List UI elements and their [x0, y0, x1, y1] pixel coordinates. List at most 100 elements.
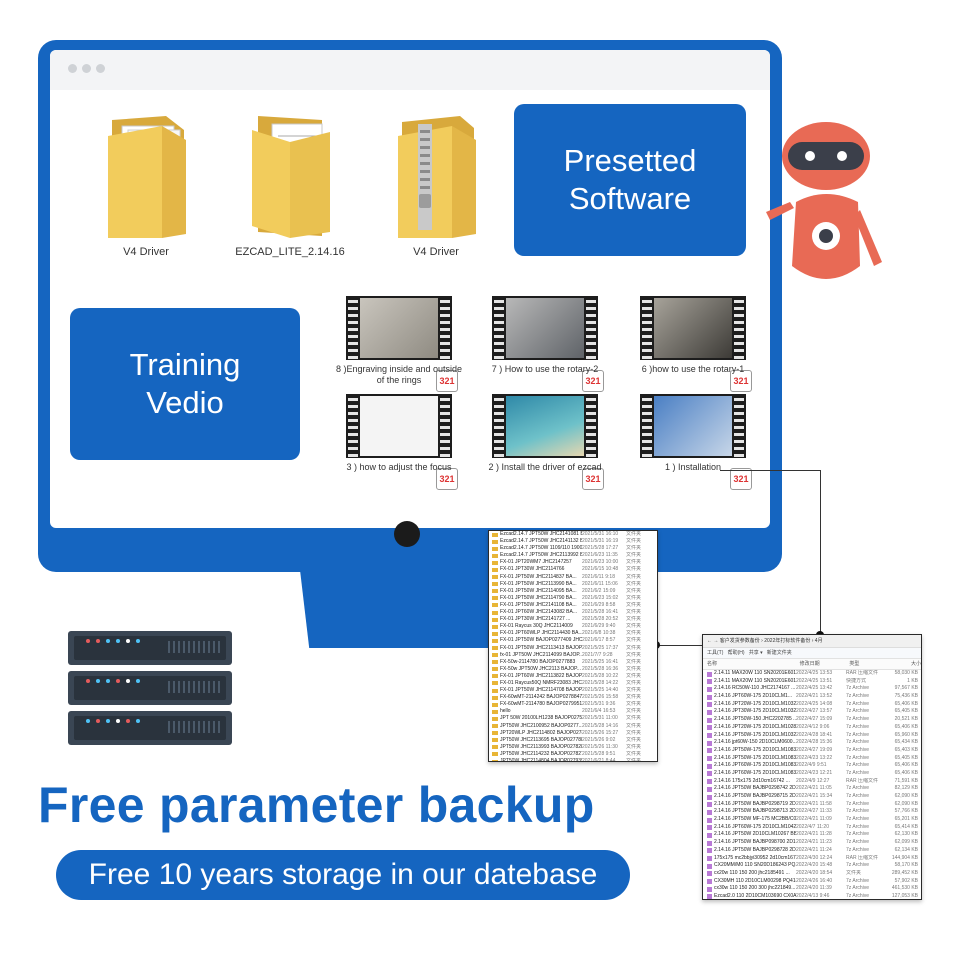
- share-button[interactable]: 共享 ▾: [748, 650, 763, 656]
- file-name: 2.14.11 MAX20W 110 SN20201E6013 ...: [714, 677, 796, 684]
- list-item[interactable]: 2.14.16 JPT50W BAJBP098700 2D10...2022/4…: [703, 839, 921, 847]
- list-item[interactable]: 2.14.11 MAX20W 110 SN20201E6013 ...2022/…: [703, 670, 921, 678]
- list-item[interactable]: JPT 50W 20100LH1238 BAJOP0275...2021/5/3…: [489, 715, 657, 722]
- file-name: hello: [500, 708, 511, 715]
- list-item[interactable]: 2.14.16 JPT50W MF-175 MC2BB/C01...2022/4…: [703, 816, 921, 824]
- file-date: 2021/6/17 8:57: [582, 637, 616, 644]
- list-item[interactable]: 2.14.16 JPT50W BAJBP0298713 2D10...2022/…: [703, 808, 921, 816]
- list-item[interactable]: 2.14.16 JPT60W-175 2D10CLM1083...2022/4/…: [703, 770, 921, 778]
- video-label: 6 )how to use the rotary-1: [641, 364, 745, 374]
- list-item[interactable]: 2.14.11 MAX20W 110 SN20201E6013 ...2022/…: [703, 678, 921, 686]
- list-item[interactable]: 2.14.16 JPT30W-175 2D10CLM1032...2022/4/…: [703, 708, 921, 716]
- folder-ezcad-lite[interactable]: EZCAD_LITE_2.14.16: [230, 106, 350, 274]
- video-file[interactable]: 321 8 )Engraving inside and outside of t…: [336, 296, 462, 392]
- column-date[interactable]: 修改日期: [799, 661, 820, 667]
- list-item[interactable]: CX30MH 110 2D10CLM00298 PQ418...2022/4/2…: [703, 878, 921, 886]
- folder-v4-driver[interactable]: V4 Driver: [86, 106, 206, 274]
- list-item[interactable]: 2.14.16 JPT50W-150 JHC2202785 ...2022/4/…: [703, 716, 921, 724]
- new-folder-button[interactable]: 新建文件夹: [766, 650, 792, 656]
- folder-v4-driver-zip[interactable]: V4 Driver: [376, 106, 496, 274]
- list-item[interactable]: JPT50W JHC2100952 BAJOP0277...2021/5/28 …: [489, 723, 657, 730]
- file-type: RAR 压缩文件: [846, 670, 878, 676]
- list-item[interactable]: fx-01 JPT50W JHC2114099 BAJOP...2021/7/7…: [489, 652, 657, 659]
- list-item[interactable]: 2.14.16 jpt60W-150 2D10CLM0600...2022/4/…: [703, 739, 921, 747]
- list-item[interactable]: Ezcad2.14.7 JPT50W 1109/110 1900...2021/…: [489, 545, 657, 552]
- file-name: FX-01 JPT20WM7 JHC2147257: [500, 559, 572, 566]
- video-file[interactable]: 321 2 ) Install the driver of ezcad: [486, 394, 604, 490]
- file-name: Ezcad2.0 110 2D10CM103690 CX0AD...: [714, 892, 796, 899]
- file-size: 65,405 KB: [894, 754, 918, 761]
- list-item[interactable]: FX-01 JPT60W JHC2113822 BAJOP...2021/5/2…: [489, 673, 657, 680]
- file-date: 2021/6/23 15:02: [582, 594, 619, 601]
- list-item[interactable]: 2.14.16 RC50W-110 JHC2174167 ...2022/4/2…: [703, 685, 921, 693]
- list-item[interactable]: FX-50w JPT50W JHC2113 BAJOP...2021/5/28 …: [489, 666, 657, 673]
- menu-tools[interactable]: 工具(T): [707, 650, 724, 656]
- column-type[interactable]: 类型: [849, 661, 860, 667]
- list-item[interactable]: 2.14.16 JPT50W BAJBP0298719 2D10...2022/…: [703, 801, 921, 809]
- file-date: 2021/6/15 10:48: [582, 566, 619, 573]
- list-item[interactable]: 2.14.16 JPT50W-175 2D10CLM1083...2022/4/…: [703, 747, 921, 755]
- file-type: 7z Archive: [846, 885, 870, 892]
- file-size: 62,090 KB: [894, 793, 918, 799]
- file-type: 文件夹: [626, 545, 642, 552]
- list-item[interactable]: Ezcad2.0 110 2D10CM103690 CX0AD...2022/4…: [703, 892, 921, 899]
- file-name: 2.14.16 jpt60W-150 2D10CLM0600...: [714, 739, 796, 746]
- list-item[interactable]: 2.14.16 JPT50W 2D10CLM10267 BB1...2022/4…: [703, 831, 921, 839]
- list-item[interactable]: FX-01 JPT50W JHC2113413 BAJOP...2021/5/2…: [489, 645, 657, 652]
- list-item[interactable]: FX-01 Raycus50Q NMRF23083 JHC...2021/5/2…: [489, 680, 657, 687]
- column-size[interactable]: 大小: [910, 661, 921, 667]
- list-item[interactable]: 2.14.16 JPT60W-175 2D10CLM1083...2022/4/…: [703, 762, 921, 770]
- video-file[interactable]: 321 1 ) Installation: [634, 394, 752, 490]
- list-item[interactable]: 2.14.16 175x175 2d10cm16742 ...2022/4/9 …: [703, 778, 921, 786]
- video-file[interactable]: 321 3 ) how to adjust the focus: [340, 394, 458, 490]
- address-bar[interactable]: ← → 客户发货参数备份 › 2022年打标软件备份 › 4月: [703, 635, 921, 648]
- list-item[interactable]: FX-01 JPT50W JHC2114708 BAJOP...2021/5/2…: [489, 687, 657, 694]
- list-item[interactable]: 2.14.16 JPT60W-175 2D10CLM1...2022/4/21 …: [703, 693, 921, 701]
- list-item[interactable]: cx20w 110 150 200 jhc2185491 ...2022/4/2…: [703, 870, 921, 878]
- list-item[interactable]: Ezcad2.14.7 JPT50W JHC2141132 BA...2021/…: [489, 538, 657, 545]
- list-item[interactable]: FX-01 JPT60WLP JHC2114430 BA...2021/6/8 …: [489, 630, 657, 637]
- list-item[interactable]: FX-01 JPT50W JHC2114790 BA...2021/6/23 1…: [489, 595, 657, 602]
- list-item[interactable]: FX-01 JPT50W JHC2114837 BA...2021/6/11 9…: [489, 574, 657, 581]
- list-item[interactable]: 175x175 mc2bbjyi30952 2d10cm1673...2022/…: [703, 855, 921, 863]
- list-item[interactable]: CX20MM/M0 110 SN20D186243 PQ...2022/4/20…: [703, 862, 921, 870]
- list-item[interactable]: Ezcad2.14.7 JPT50W JHC2113992 BA...2021/…: [489, 552, 657, 559]
- list-item[interactable]: FX-01 JPT50W BAJOP0277409 JHC...2021/6/1…: [489, 637, 657, 644]
- archive-icon: [707, 809, 712, 815]
- menu-help[interactable]: 帮助(H): [727, 650, 745, 656]
- folder-icon: [492, 539, 498, 544]
- list-item[interactable]: JPT20WLP JHC2114802 BAJOP02784492021/5/2…: [489, 730, 657, 737]
- list-item[interactable]: FX-01 JPT50W JHC2141108 BA...2021/6/29 8…: [489, 602, 657, 609]
- list-item[interactable]: 2.14.16 JPT50W BAJBP0298728 2D10...2022/…: [703, 847, 921, 855]
- list-item[interactable]: 2.14.16 JPT60W-175 2D10CLM1042 ...2022/4…: [703, 824, 921, 832]
- list-item[interactable]: 2.14.16 JPT50W-175 2D10CLM1083...2022/4/…: [703, 755, 921, 763]
- video-file[interactable]: 321 6 )how to use the rotary-1: [634, 296, 752, 392]
- list-item[interactable]: 2.14.16 JPT50W BAJBP0298742 2D10...2022/…: [703, 785, 921, 793]
- list-item[interactable]: 2.14.16 JPT50W-175 2D10CLM1032...2022/4/…: [703, 732, 921, 740]
- video-app-icon: 321: [730, 468, 752, 490]
- list-item[interactable]: 2.14.16 JPT20W-175 2D10CLM1032...2022/4/…: [703, 701, 921, 709]
- list-item[interactable]: FX-01 JPT50W JHC2113990 BA...2021/6/11 1…: [489, 581, 657, 588]
- list-item[interactable]: FX-01 JPT60W JHC2143082 BA...2021/5/28 1…: [489, 609, 657, 616]
- list-item[interactable]: 2.14.16 JPT50W BAJBP0298715 2D10...2022/…: [703, 793, 921, 801]
- list-item[interactable]: FX-01 JPT30W JHC2141727 ...2021/5/28 20:…: [489, 616, 657, 623]
- file-type: 7z Archive: [846, 731, 870, 738]
- list-item[interactable]: Ezcad2.14.7 JPT50W JHC2141081 BA...2021/…: [489, 531, 657, 538]
- folder-icon: [492, 646, 498, 650]
- list-item[interactable]: cx30w 110 150 200 300 jhc221849...2022/4…: [703, 885, 921, 893]
- list-item[interactable]: FX-01 JPT50W JHC2114095 BA...2021/6/2 15…: [489, 588, 657, 595]
- column-name[interactable]: 名称: [707, 661, 718, 667]
- list-item[interactable]: 2.14.16 JPT20W-175 2D10CLM1028...2022/4/…: [703, 724, 921, 732]
- video-file[interactable]: 321 7 ) How to use the rotary-2: [486, 296, 604, 392]
